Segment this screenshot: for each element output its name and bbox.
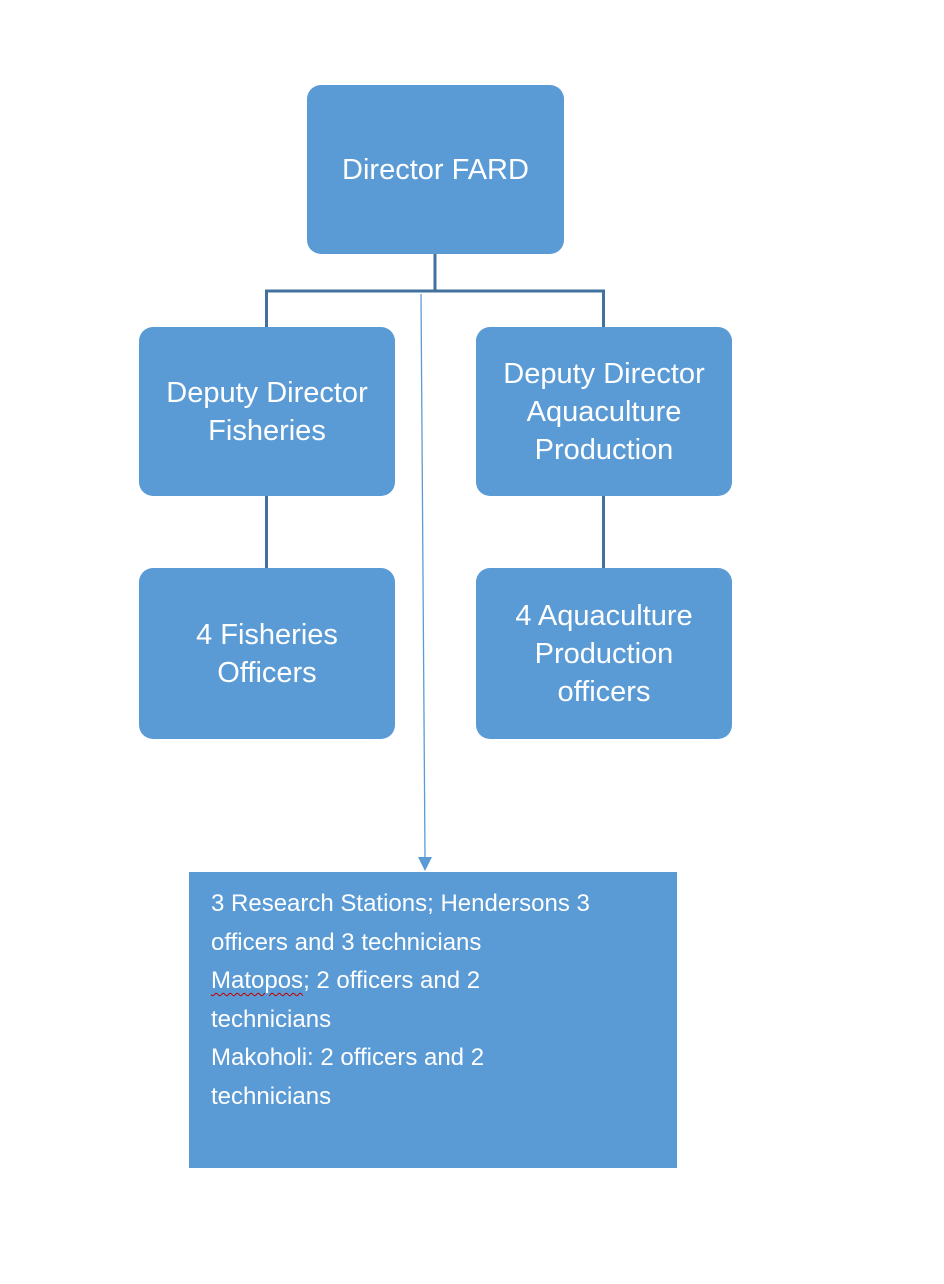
node-deputy-aquaculture-label: Deputy Director Aquaculture Production bbox=[503, 355, 704, 469]
node-deputy-aquaculture-line: Deputy Director bbox=[503, 357, 705, 390]
node-deputy-director-aquaculture: Deputy Director Aquaculture Production bbox=[476, 327, 732, 496]
spellcheck-flagged-word: Matopos bbox=[211, 967, 304, 995]
node-research-stations: 3 Research Stations; Hendersons 3 office… bbox=[189, 872, 677, 1168]
node-deputy-fisheries-label: Deputy Director Fisheries bbox=[166, 374, 367, 450]
research-line: technicians bbox=[211, 1005, 332, 1033]
arrow-to-research-stations bbox=[420, 293, 426, 859]
node-fisheries-officers-line: Officers bbox=[217, 656, 317, 689]
research-line: 3 Research Stations; Hendersons 3 bbox=[211, 890, 590, 917]
node-director-label: Director FARD bbox=[342, 151, 529, 189]
node-aquaculture-officers-line: officers bbox=[557, 675, 651, 708]
research-line: officers and 3 technicians bbox=[211, 928, 482, 956]
node-fisheries-officers-line: 4 Fisheries bbox=[196, 618, 338, 651]
node-fisheries-officers: 4 Fisheries Officers bbox=[139, 568, 395, 739]
research-stations-text: 3 Research Stations; Hendersons 3 office… bbox=[211, 885, 590, 1117]
node-deputy-director-fisheries: Deputy Director Fisheries bbox=[139, 327, 395, 496]
arrow-head bbox=[418, 857, 432, 871]
node-deputy-aquaculture-line: Production bbox=[534, 433, 674, 466]
research-line-matopos-rest: ; 2 officers and 2 bbox=[303, 967, 481, 995]
research-line-matopos: Matopos; 2 officers and 2 bbox=[211, 962, 590, 1001]
node-deputy-aquaculture-line: Aquaculture bbox=[526, 395, 682, 428]
node-fisheries-officers-label: 4 Fisheries Officers bbox=[196, 616, 338, 692]
node-director-fard: Director FARD bbox=[307, 85, 564, 254]
research-line: technicians bbox=[211, 1082, 332, 1110]
node-aquaculture-officers: 4 Aquaculture Production officers bbox=[476, 568, 732, 739]
node-aquaculture-officers-label: 4 Aquaculture Production officers bbox=[515, 597, 692, 711]
research-line: Makoholi: 2 officers and 2 bbox=[211, 1044, 485, 1072]
node-deputy-fisheries-line: Deputy Director bbox=[166, 376, 368, 409]
node-deputy-fisheries-line: Fisheries bbox=[208, 414, 326, 447]
node-director-line: Director FARD bbox=[342, 153, 529, 186]
node-aquaculture-officers-line: Production bbox=[534, 637, 674, 670]
node-aquaculture-officers-line: 4 Aquaculture bbox=[515, 599, 693, 632]
